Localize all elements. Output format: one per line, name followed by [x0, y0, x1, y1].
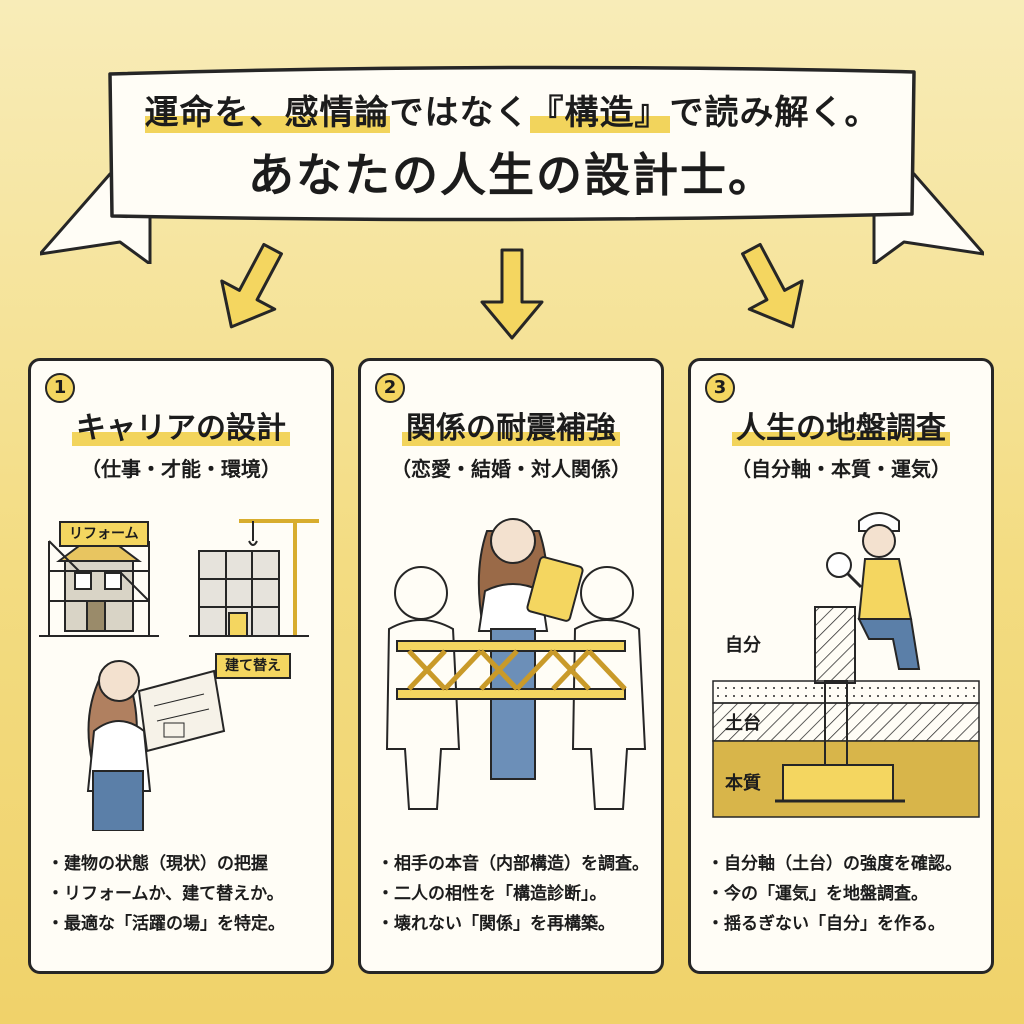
banner-headline: あなたの人生の設計士。 — [248, 148, 776, 202]
card-number-badge: 1 — [45, 373, 75, 403]
list-item: 今の「運気」を地盤調査。 — [707, 879, 987, 909]
career-illustration — [39, 519, 319, 831]
list-item: 二人の相性を「構造診断」。 — [377, 879, 657, 909]
layer-label-self: 自分 — [725, 635, 761, 656]
card-subtitle: （仕事・才能・環境） — [81, 457, 281, 481]
card-bullet-list: 自分軸（土台）の強度を確認。 今の「運気」を地盤調査。 揺るぎない「自分」を作る… — [707, 849, 987, 939]
banner-tagline-part: ではなく — [389, 93, 530, 133]
down-right-arrow-icon — [741, 242, 804, 329]
list-item: 相手の本音（内部構造）を調査。 — [377, 849, 657, 879]
card-subtitle: （恋愛・結婚・対人関係） — [391, 457, 631, 481]
person-silhouette-icon — [571, 566, 647, 810]
list-item: 自分軸（土台）の強度を確認。 — [707, 849, 987, 879]
relationship-illustration — [385, 518, 647, 810]
down-arrow-icon — [480, 248, 544, 340]
construction-crane-icon — [189, 519, 319, 637]
ground-survey-illustration — [712, 512, 980, 818]
house-scaffold-icon — [39, 529, 159, 637]
woman-with-blueprint-icon — [86, 660, 226, 831]
banner-tagline-part: 感情論 — [284, 93, 390, 133]
card-title: 人生の地盤調査 — [691, 407, 991, 451]
card-subtitle: （自分軸・本質・運気） — [731, 457, 951, 481]
banner-tagline-part: 『構造』 — [529, 93, 670, 133]
card-relationship-reinforcement: 2 関係の耐震補強 （恋愛・結婚・対人関係） 相手の本音（内部構造）を調査 — [358, 358, 664, 974]
card-title: キャリアの設計 — [31, 407, 331, 451]
card-title: 関係の耐震補強 — [361, 407, 661, 451]
list-item: 揺るぎない「自分」を作る。 — [707, 909, 987, 939]
banner-tagline-part: 運命を、 — [144, 93, 285, 133]
card-ground-survey: 3 人生の地盤調査 （自分軸・本質・運気） 自分 土台 — [688, 358, 994, 974]
banner-tagline: 運命を、感情論ではなく『構造』で読み解く。 — [140, 88, 884, 138]
list-item: 建物の状態（現状）の把握 — [47, 849, 327, 879]
banner-tagline-part: で読み解く。 — [669, 93, 880, 133]
person-silhouette-icon — [385, 566, 461, 810]
card-bullet-list: 建物の状態（現状）の把握 リフォームか、建て替えか。 最適な「活躍の場」を特定。 — [47, 849, 327, 939]
truss-beam-icon — [396, 640, 627, 700]
header-banner: 運命を、感情論ではなく『構造』で読み解く。 あなたの人生の設計士。 — [40, 64, 984, 264]
card-number-badge: 3 — [705, 373, 735, 403]
layer-label-foundation: 土台 — [725, 713, 761, 734]
list-item: 最適な「活躍の場」を特定。 — [47, 909, 327, 939]
worker-with-magnifier-icon — [826, 512, 921, 670]
layer-label-essence: 本質 — [725, 773, 761, 794]
card-bullet-list: 相手の本音（内部構造）を調査。 二人の相性を「構造診断」。 壊れない「関係」を再… — [377, 849, 657, 939]
card-number-badge: 2 — [375, 373, 405, 403]
tag-rebuild: 建て替え — [215, 653, 291, 679]
tag-reform: リフォーム — [59, 521, 149, 547]
list-item: リフォームか、建て替えか。 — [47, 879, 327, 909]
down-left-arrow-icon — [220, 242, 283, 329]
list-item: 壊れない「関係」を再構築。 — [377, 909, 657, 939]
card-career-design: 1 キャリアの設計 （仕事・才能・環境） — [28, 358, 334, 974]
